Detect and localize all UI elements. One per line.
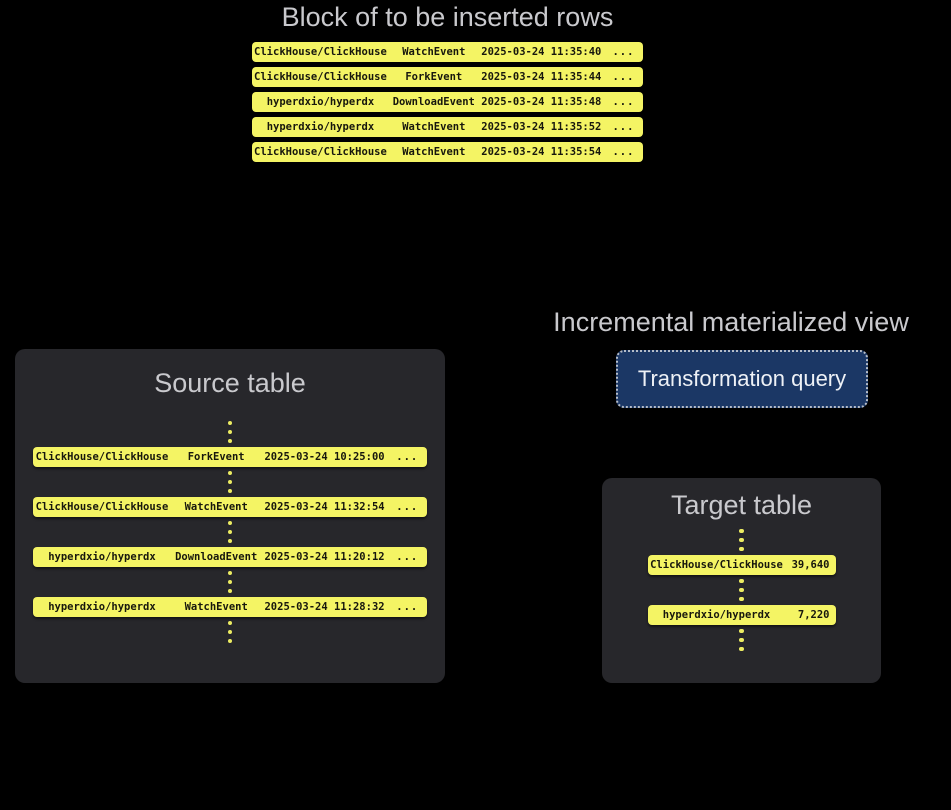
- row-repo: ClickHouse/ClickHouse: [254, 71, 387, 83]
- row-ellipsis: ...: [612, 46, 635, 58]
- ellipsis-dots-icon: [33, 520, 427, 544]
- ellipsis-dots-icon: [15, 620, 445, 644]
- row-repo: ClickHouse/ClickHouse: [650, 559, 783, 571]
- row-count: 39,640: [791, 559, 830, 571]
- row-repo: hyperdxio/hyperdx: [48, 601, 156, 613]
- target-table-title: Target table: [670, 490, 813, 520]
- transformation-query-button[interactable]: Transformation query: [616, 350, 868, 408]
- table-row: ClickHouse/ClickHouse ForkEvent 2025-03-…: [252, 67, 643, 87]
- table-row: ClickHouse/ClickHouse WatchEvent 2025-03…: [252, 42, 643, 62]
- ellipsis-dots-icon: [648, 528, 836, 552]
- row-count: 7,220: [797, 609, 830, 621]
- row-repo: ClickHouse/ClickHouse: [35, 451, 169, 463]
- row-repo: ClickHouse/ClickHouse: [254, 46, 387, 58]
- table-row: ClickHouse/ClickHouse ForkEvent 2025-03-…: [33, 447, 427, 467]
- table-row: hyperdxio/hyperdx DownloadEvent 2025-03-…: [252, 92, 643, 112]
- table-row: hyperdxio/hyperdx WatchEvent 2025-03-24 …: [252, 117, 643, 137]
- row-event: WatchEvent: [184, 601, 248, 613]
- row-event: WatchEvent: [184, 501, 248, 513]
- table-row: ClickHouse/ClickHouse WatchEvent 2025-03…: [252, 142, 643, 162]
- table-row: hyperdxio/hyperdx WatchEvent 2025-03-24 …: [33, 597, 427, 617]
- row-timestamp: 2025-03-24 11:32:54: [264, 501, 385, 513]
- table-row: hyperdxio/hyperdx 7,220: [647, 605, 836, 625]
- row-event: WatchEvent: [402, 121, 466, 133]
- row-repo: hyperdxio/hyperdx: [266, 121, 375, 133]
- row-repo: ClickHouse/ClickHouse: [35, 501, 169, 513]
- row-timestamp: 2025-03-24 11:35:54: [481, 146, 602, 158]
- insert-block-rows: ClickHouse/ClickHouse WatchEvent 2025-03…: [252, 42, 643, 162]
- source-table-panel: Source table ClickHouse/ClickHouse ForkE…: [15, 349, 445, 683]
- row-ellipsis: ...: [612, 71, 635, 83]
- table-row: ClickHouse/ClickHouse 39,640: [647, 555, 836, 575]
- row-repo: hyperdxio/hyperdx: [48, 551, 156, 563]
- row-repo: hyperdxio/hyperdx: [266, 96, 375, 108]
- row-timestamp: 2025-03-24 11:35:52: [481, 121, 602, 133]
- ellipsis-dots-icon: [33, 470, 427, 494]
- row-ellipsis: ...: [396, 551, 419, 563]
- row-event: DownloadEvent: [392, 96, 475, 108]
- row-timestamp: 2025-03-24 11:28:32: [264, 601, 385, 613]
- insert-block: Block of to be inserted rows ClickHouse/…: [252, 2, 643, 162]
- ellipsis-dots-icon: [648, 578, 836, 602]
- row-repo: hyperdxio/hyperdx: [662, 609, 771, 621]
- row-event: WatchEvent: [402, 146, 466, 158]
- row-event: ForkEvent: [187, 451, 245, 463]
- row-ellipsis: ...: [396, 501, 419, 513]
- row-timestamp: 2025-03-24 10:25:00: [264, 451, 385, 463]
- table-row: hyperdxio/hyperdx DownloadEvent 2025-03-…: [33, 547, 427, 567]
- row-event: DownloadEvent: [175, 551, 258, 563]
- ellipsis-dots-icon: [33, 570, 427, 594]
- row-event: ForkEvent: [405, 71, 463, 83]
- row-repo: ClickHouse/ClickHouse: [254, 146, 387, 158]
- row-ellipsis: ...: [612, 96, 635, 108]
- row-timestamp: 2025-03-24 11:20:12: [264, 551, 385, 563]
- target-table-panel: Target table ClickHouse/ClickHouse 39,64…: [602, 478, 881, 683]
- source-table-title: Source table: [154, 368, 306, 398]
- table-row: ClickHouse/ClickHouse WatchEvent 2025-03…: [33, 497, 427, 517]
- source-table-rows: ClickHouse/ClickHouse ForkEvent 2025-03-…: [33, 417, 427, 617]
- row-ellipsis: ...: [612, 121, 635, 133]
- row-timestamp: 2025-03-24 11:35:48: [481, 96, 602, 108]
- materialized-view-title: Incremental materialized view: [553, 307, 909, 337]
- row-ellipsis: ...: [396, 451, 419, 463]
- row-timestamp: 2025-03-24 11:35:44: [481, 71, 602, 83]
- row-timestamp: 2025-03-24 11:35:40: [481, 46, 602, 58]
- ellipsis-dots-icon: [602, 628, 881, 652]
- row-event: WatchEvent: [402, 46, 466, 58]
- insert-block-title: Block of to be inserted rows: [281, 2, 614, 32]
- row-ellipsis: ...: [612, 146, 635, 158]
- ellipsis-dots-icon: [33, 420, 427, 444]
- row-ellipsis: ...: [396, 601, 419, 613]
- target-table-rows: ClickHouse/ClickHouse 39,640 hyperdxio/h…: [647, 525, 836, 625]
